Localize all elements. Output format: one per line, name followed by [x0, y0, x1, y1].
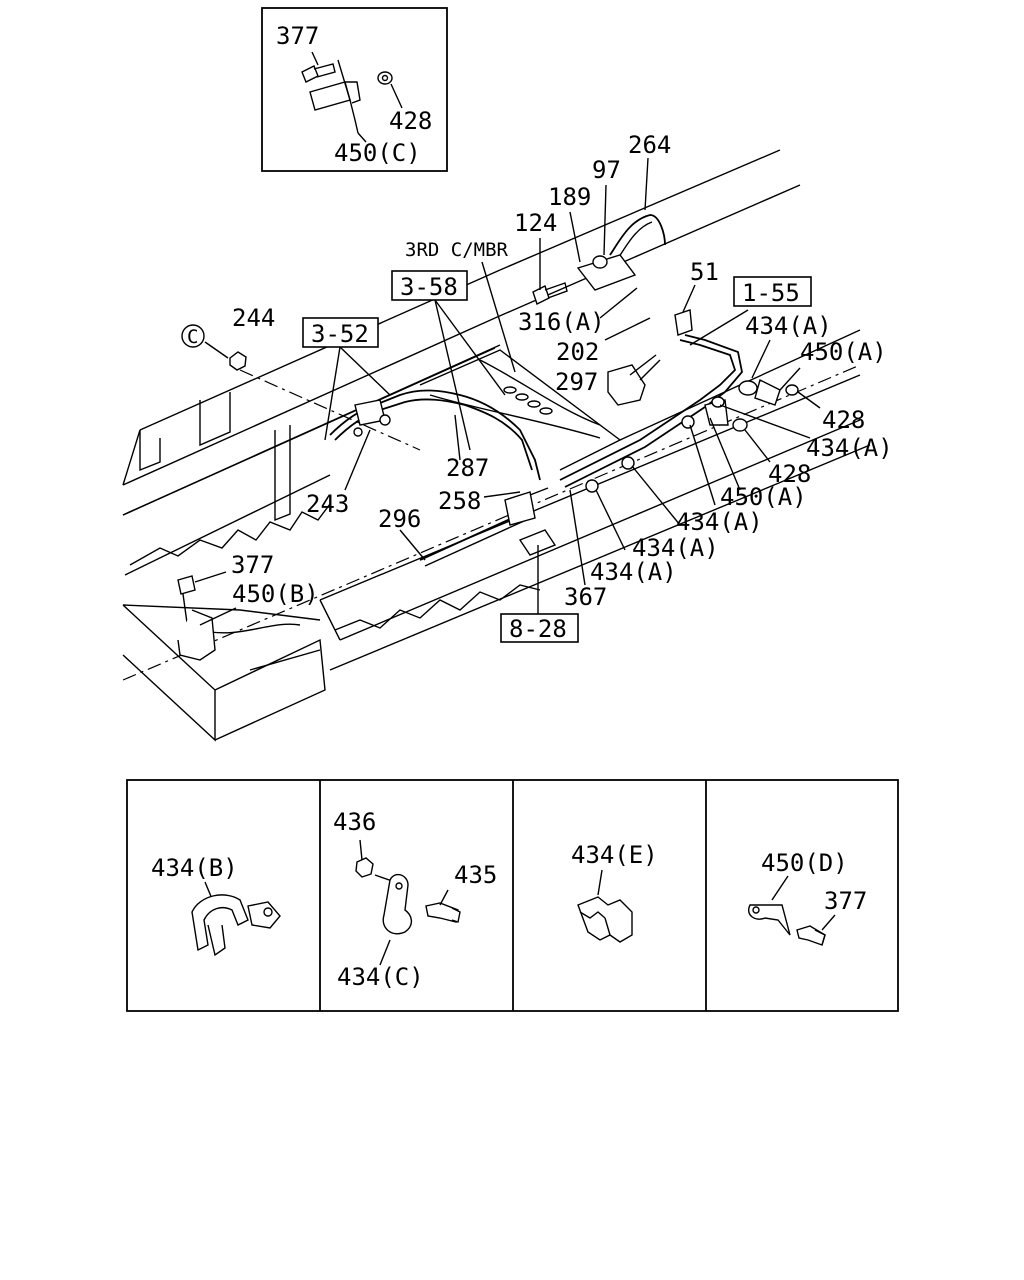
ref-1-55: 1-55: [742, 279, 800, 307]
label-287: 287: [446, 454, 489, 482]
nut-icon: [377, 71, 393, 85]
panel-434b: 434(B): [151, 854, 281, 957]
bolt-icon: [301, 63, 336, 83]
label-377-inset: 377: [276, 22, 319, 50]
panel-434c: 436 435 434(C): [333, 808, 497, 991]
label-450d: 450(D): [761, 849, 848, 877]
c-marker-label: C: [187, 326, 198, 348]
panel-434e: 434(E): [571, 841, 658, 943]
label-377: 377: [231, 551, 274, 579]
label-264: 264: [628, 131, 671, 159]
label-377-d: 377: [824, 887, 867, 915]
label-258: 258: [438, 487, 481, 515]
label-297: 297: [555, 368, 598, 396]
inset-clip-c: 377 428 450(C): [261, 7, 448, 172]
leader-lines: [194, 157, 821, 626]
label-243: 243: [306, 490, 349, 518]
label-189: 189: [548, 183, 591, 211]
ref-3-52: 3-52: [311, 320, 369, 348]
label-450c-inset: 450(C): [334, 139, 421, 167]
ref-8-28: 8-28: [509, 615, 567, 643]
label-428-inset: 428: [389, 107, 432, 135]
label-450b: 450(B): [232, 580, 319, 608]
label-436: 436: [333, 808, 376, 836]
label-434e: 434(E): [571, 841, 658, 869]
label-434a-1: 434(A): [745, 312, 832, 340]
ref-3-58: 3-58: [400, 273, 458, 301]
label-434c: 434(C): [337, 963, 424, 991]
ref-boxes: 3-58 3-52 1-55 8-28: [302, 270, 812, 643]
label-434a-3: 434(A): [676, 508, 763, 536]
label-434a-4: 434(A): [632, 534, 719, 562]
components: C: [177, 254, 799, 661]
label-434a-5: 434(A): [590, 558, 677, 586]
label-428-2: 428: [768, 460, 811, 488]
label-202: 202: [556, 338, 599, 366]
label-296: 296: [378, 505, 421, 533]
label-124: 124: [514, 209, 557, 237]
label-435: 435: [454, 861, 497, 889]
label-244: 244: [232, 304, 275, 332]
label-450a-1: 450(A): [800, 338, 887, 366]
label-316a: 316(A): [518, 308, 605, 336]
label-367: 367: [564, 583, 607, 611]
chassis-frame: [122, 149, 871, 742]
label-450a-2: 450(A): [720, 483, 807, 511]
part-labels: 244 264 97 189 124 3RD C/MBR 51 316(A) 2…: [231, 131, 893, 611]
nut-icon: [229, 351, 247, 371]
label-428-1: 428: [822, 406, 865, 434]
label-3rd-cmbr: 3RD C/MBR: [405, 239, 509, 261]
detail-panels: 434(B) 436 435 434(C) 434(E): [126, 779, 899, 1012]
label-434a-2: 434(A): [806, 434, 893, 462]
panel-450d: 450(D) 377: [748, 849, 867, 946]
label-97: 97: [592, 156, 621, 184]
label-434b: 434(B): [151, 854, 238, 882]
cross-member-holes: [503, 386, 553, 415]
label-51: 51: [690, 258, 719, 286]
